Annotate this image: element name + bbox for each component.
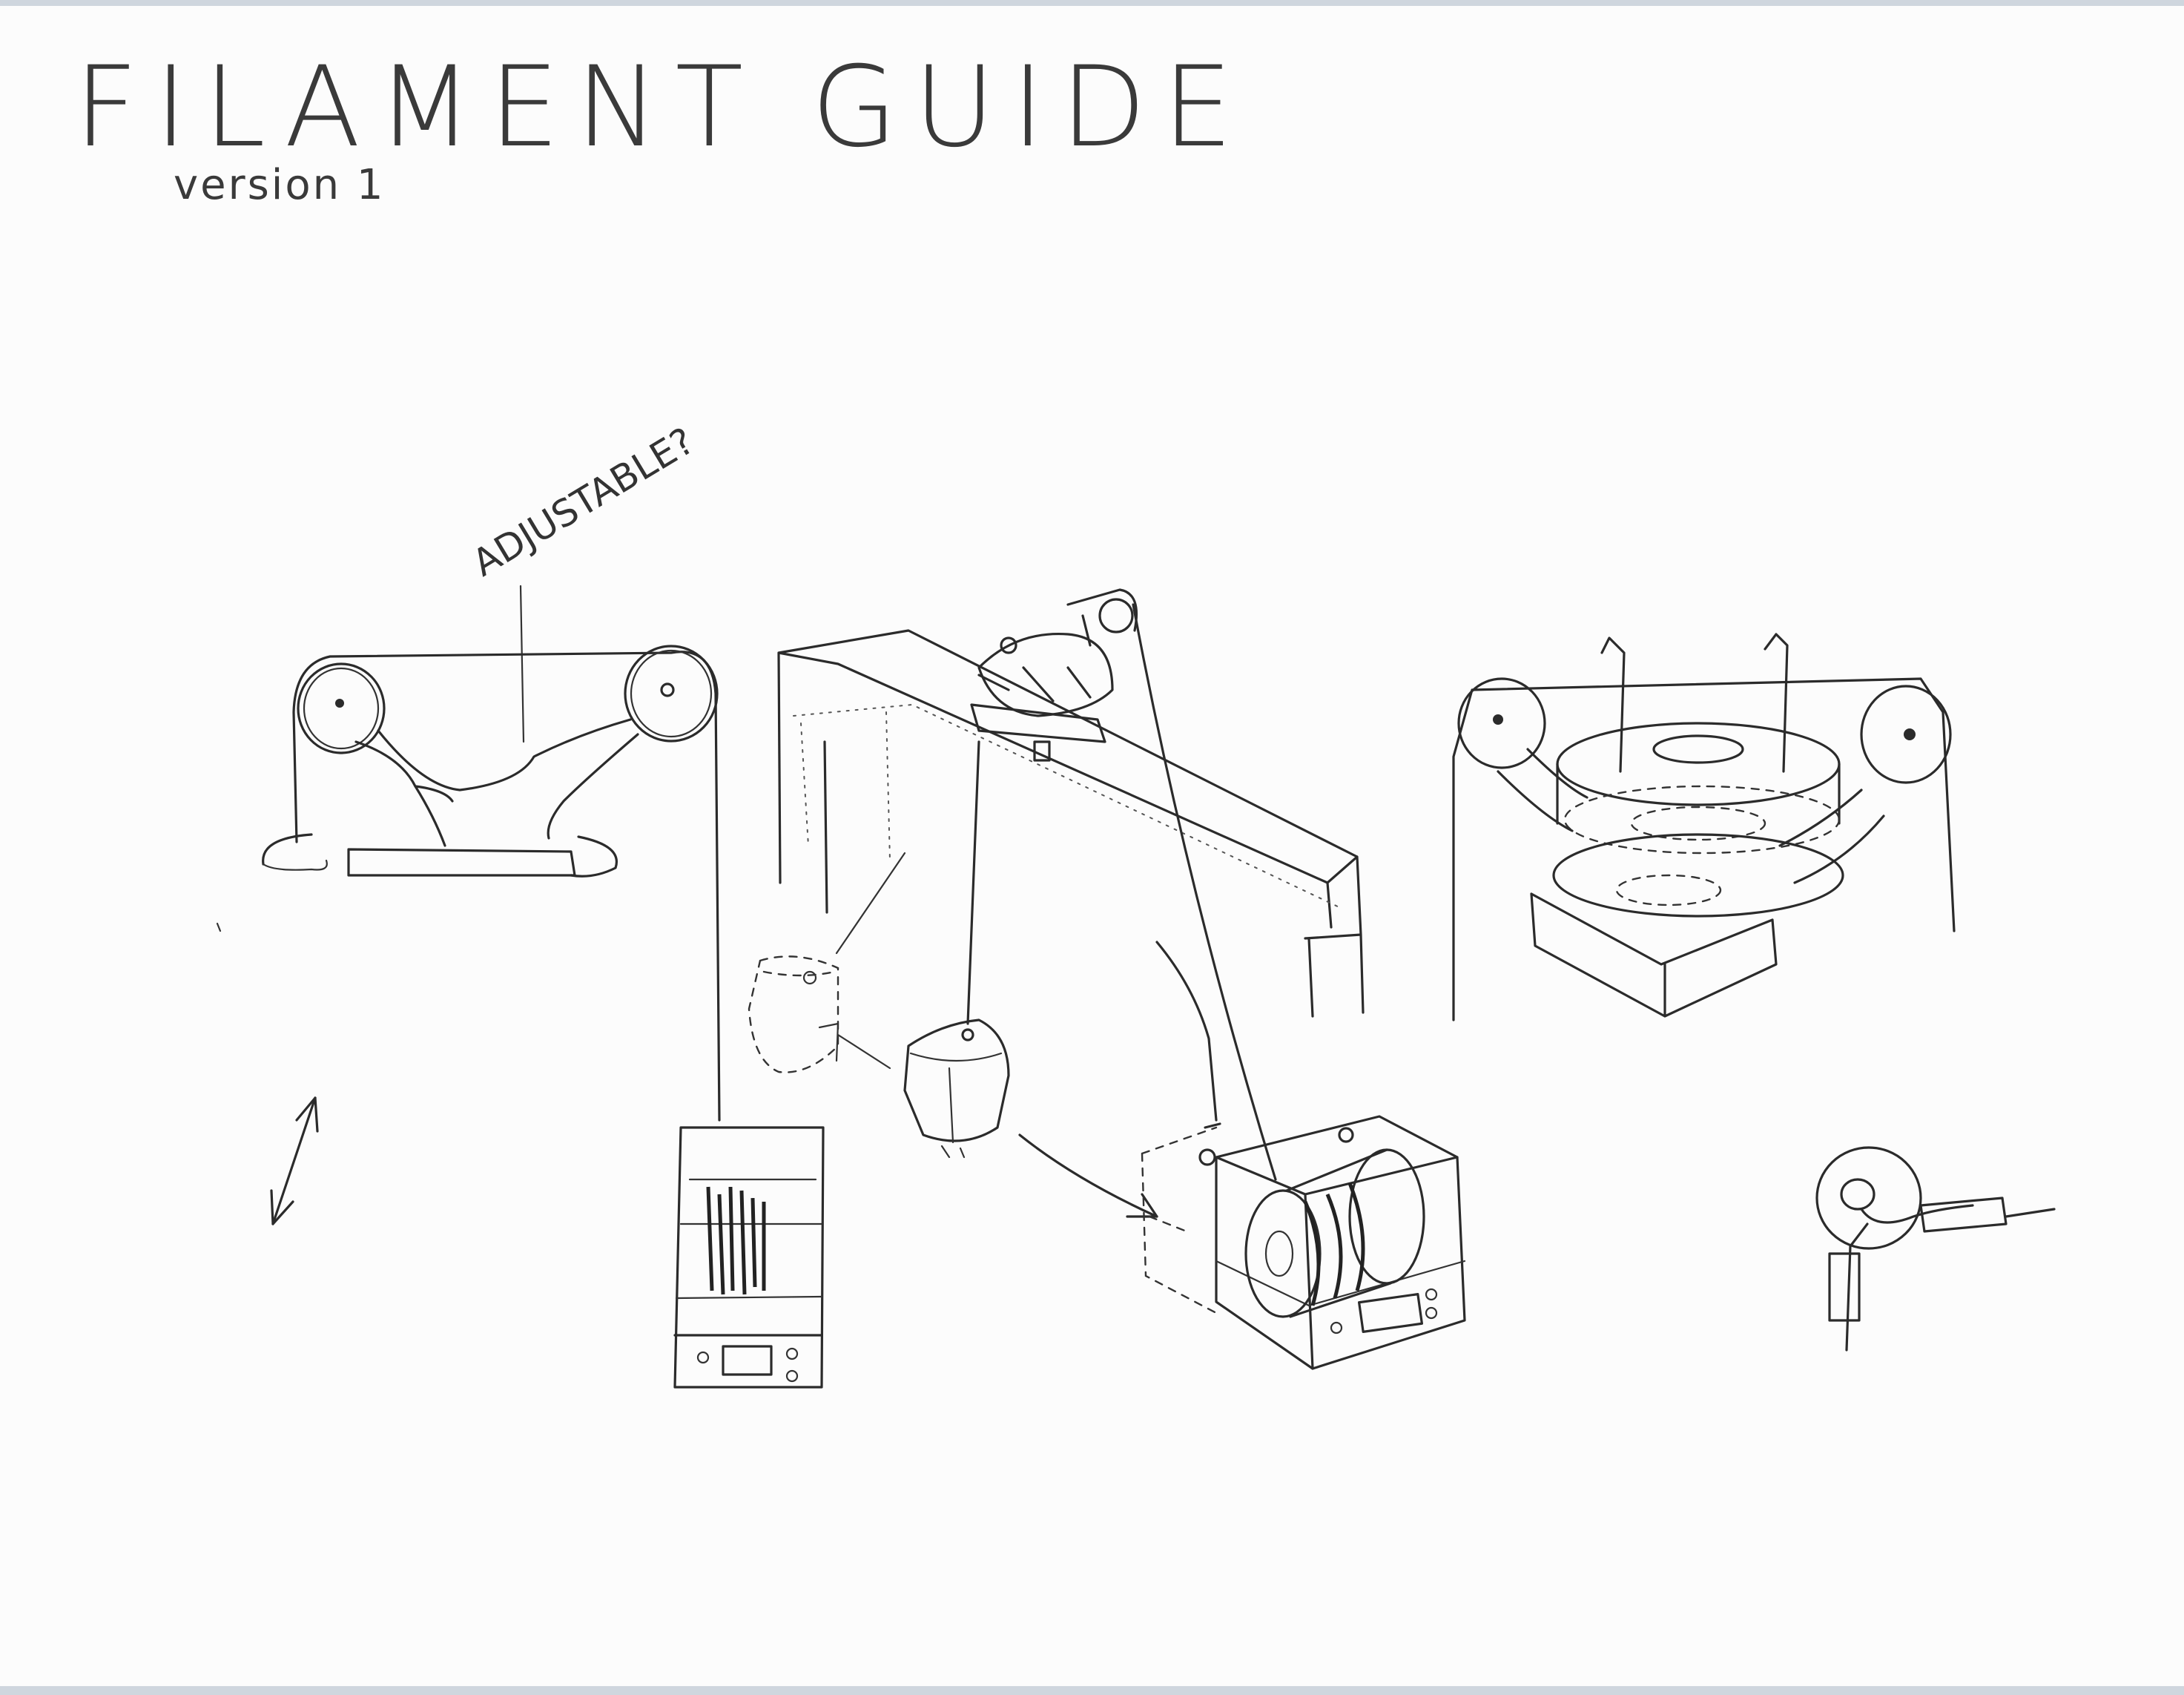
left-pulley [298,664,384,753]
motion-line-2 [838,1035,890,1068]
weight-cube [905,1020,1009,1157]
motion-arrow-icon [1020,1135,1157,1217]
guide-arm [356,720,638,846]
filament-spool [1246,1150,1424,1317]
top-mount-base [1531,894,1776,1016]
annotation-leader-line [521,586,524,742]
top-mount-frame [1454,679,1954,1020]
guide-base-ring [263,835,617,876]
top-mount-sketch [1454,634,1954,1020]
pulley-guide-sketch [263,586,823,1387]
motion-line-1 [837,853,905,953]
printer-sketch-center [1200,1116,1465,1369]
right-pulley [625,646,717,741]
ghost-printer-dashed [1142,1128,1216,1313]
filament-path-rail [968,605,1276,1179]
rail-mount-sketch [749,590,1465,1369]
ghost-cube-dashed [749,956,838,1072]
double-arrow-icon [271,1098,317,1224]
filament-path [294,652,719,1120]
rail-beam [779,631,1363,1016]
stray-mark [217,924,220,931]
top-left-pulley [1459,679,1545,768]
detail-pulley [1817,1148,1921,1248]
printer-sketch-left [675,1128,823,1387]
top-right-pulley [1861,686,1950,783]
spool-holder-ring [1554,723,1843,916]
pulley-detail-sketch [1817,1148,2054,1350]
